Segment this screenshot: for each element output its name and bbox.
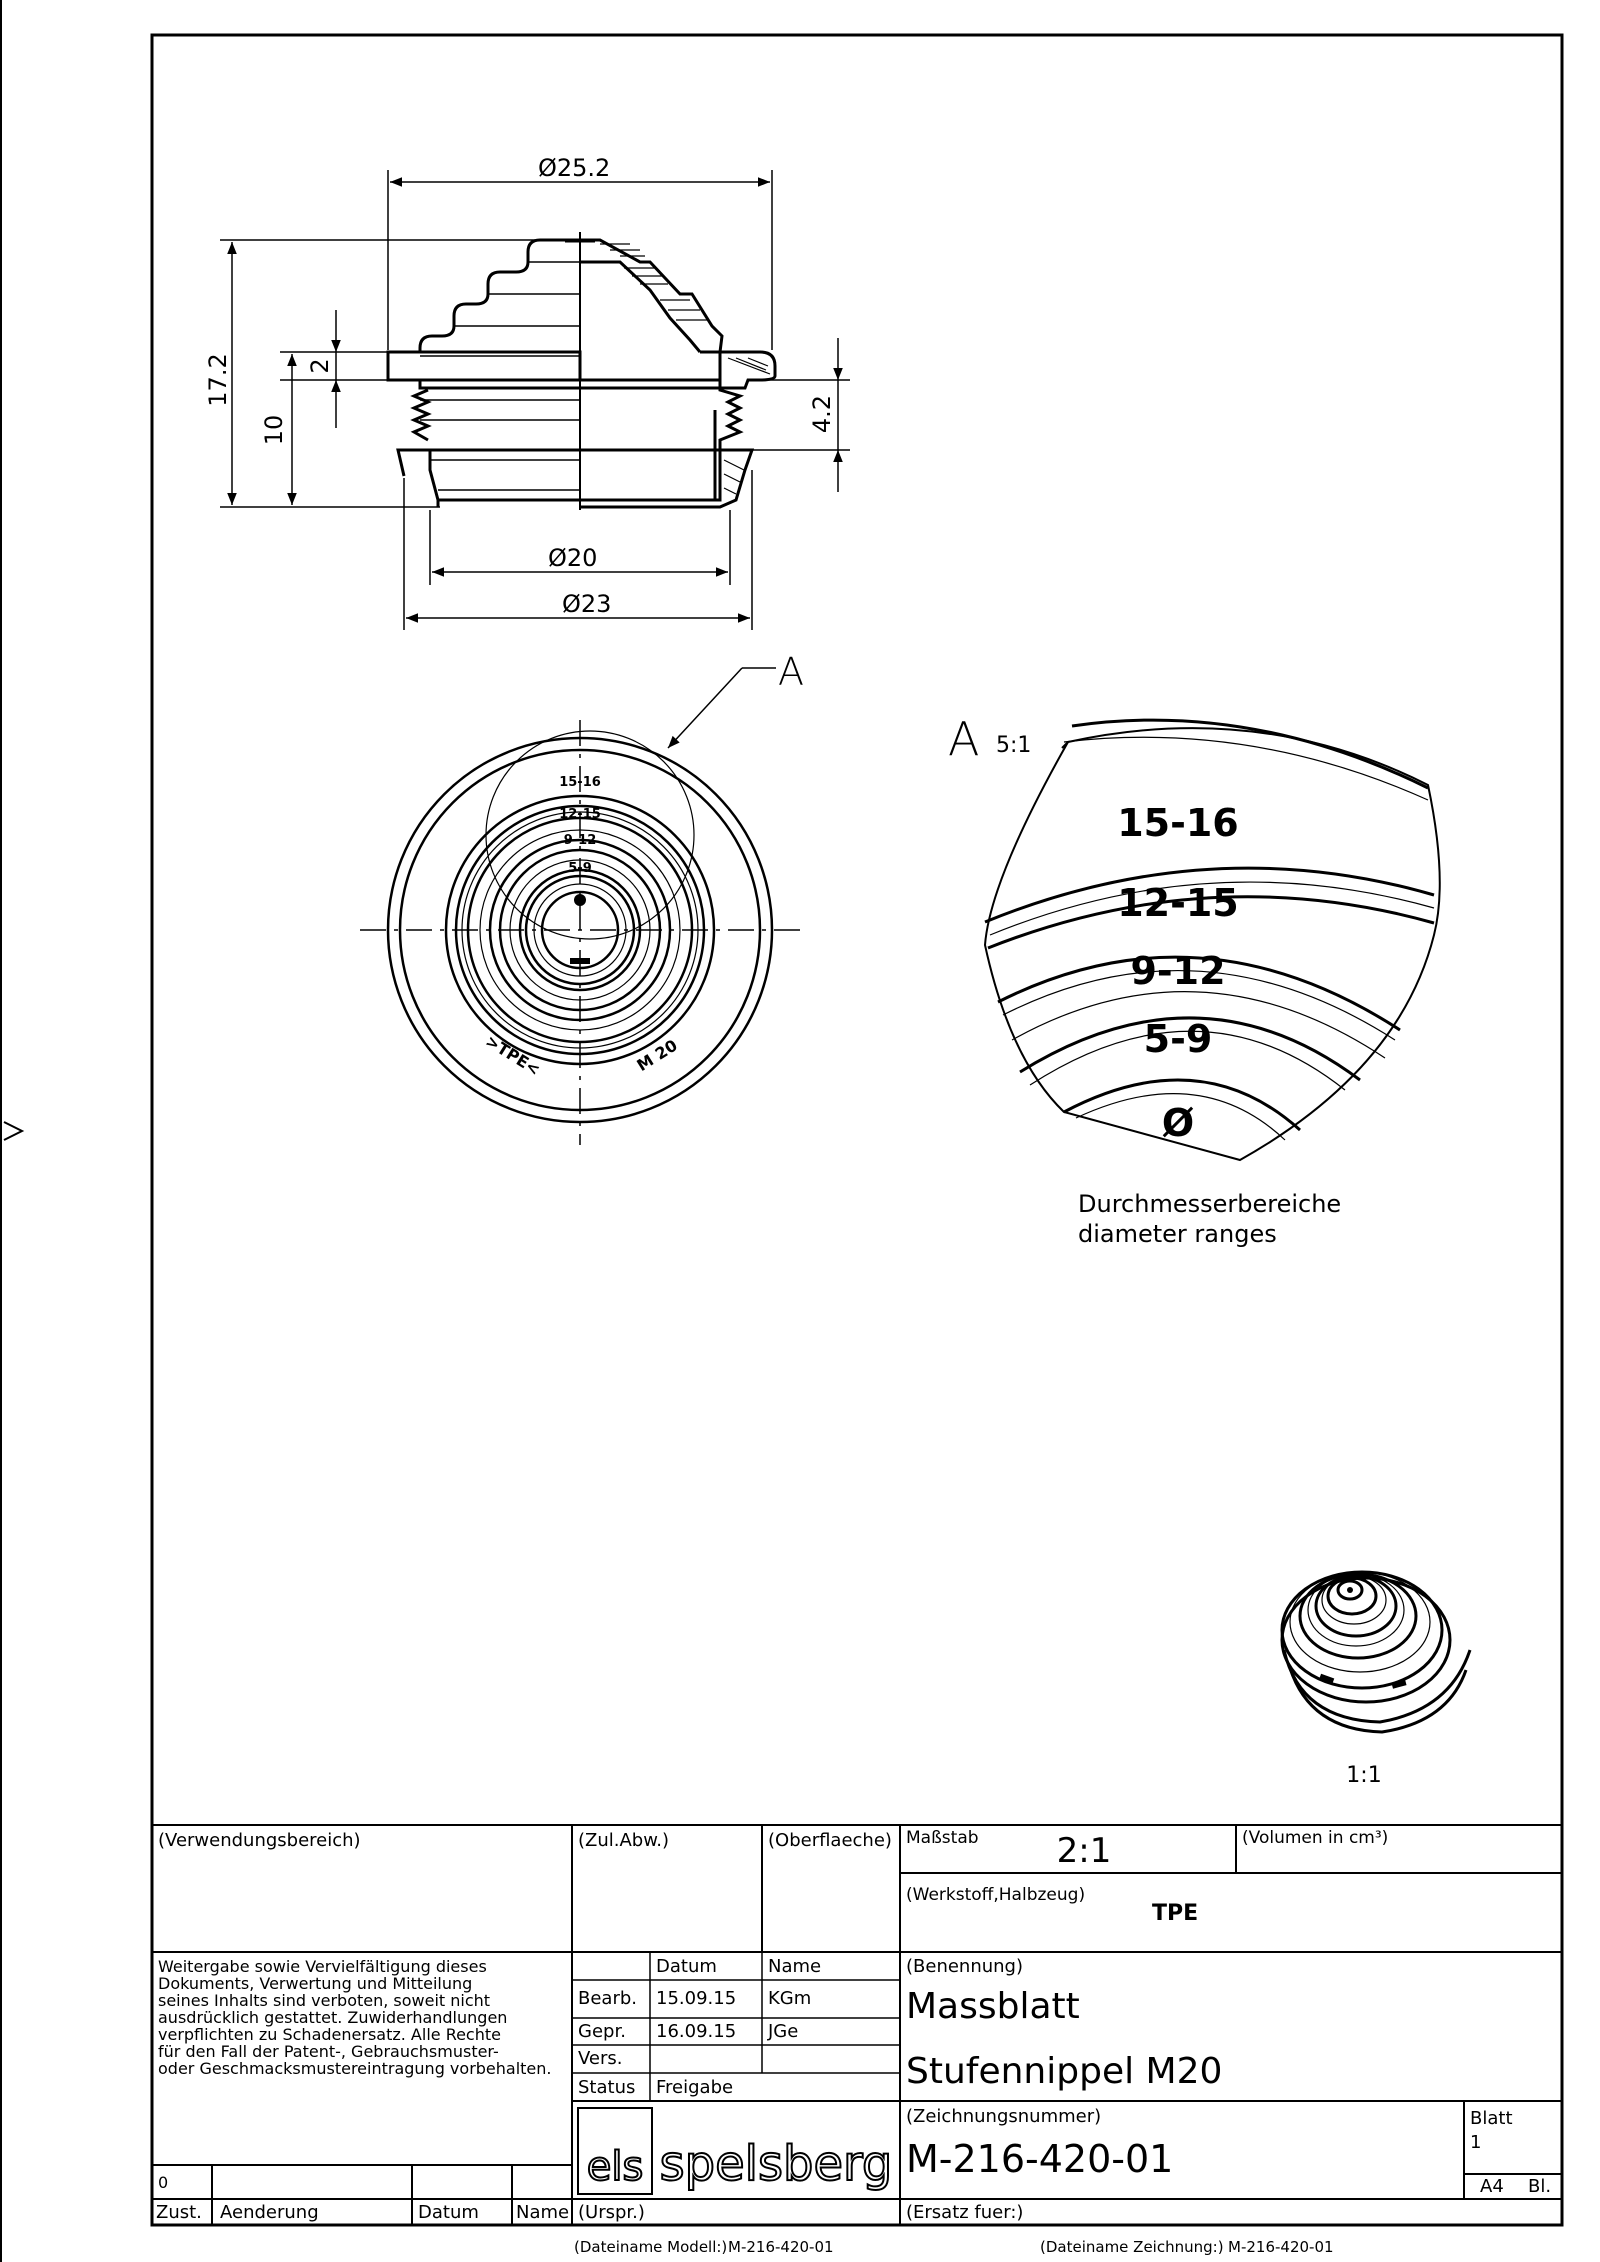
- blatt-value: 1: [1470, 2132, 1481, 2153]
- zeichnung-value: M-216-420-01: [1228, 2238, 1334, 2256]
- werkstoff-value: TPE: [1152, 1901, 1198, 1926]
- blatt-label: Blatt: [1470, 2108, 1513, 2129]
- gepr-label: Gepr.: [578, 2021, 626, 2042]
- bearb-name: KGm: [768, 1988, 811, 2009]
- zeichnungsnummer: M-216-420-01: [906, 2137, 1173, 2181]
- legal-line: oder Geschmacksmustereintragung vorbehal…: [158, 2059, 552, 2078]
- legal-line: verpflichten zu Schadenersatz. Alle Rech…: [158, 2025, 501, 2044]
- datum-header: Datum: [656, 1956, 717, 1977]
- detail-label-9-12: 9-12: [1130, 949, 1225, 993]
- status-value: Freigabe: [656, 2077, 733, 2098]
- title-block: (Verwendungsbereich) (Zul.Abw.) (Oberfla…: [152, 1824, 1562, 2225]
- verwendungsbereich-label: (Verwendungsbereich): [158, 1830, 361, 1851]
- top-view-label-12-15: 12-15: [559, 807, 601, 822]
- detail-label-15-16: 15-16: [1117, 801, 1239, 845]
- rev-index: 0: [158, 2173, 168, 2192]
- detail-label-5-9: 5-9: [1144, 1017, 1213, 1061]
- legal-notice: Weitergabe sowie Vervielfältigung dieses…: [158, 1957, 552, 2078]
- file-footer: (Dateiname Modell:) M-216-420-01 (Datein…: [574, 2238, 1334, 2256]
- top-view-mark-m20: M 20: [633, 1036, 680, 1075]
- modell-value: M-216-420-01: [728, 2238, 834, 2256]
- detail-marker: A: [778, 650, 804, 694]
- title-line-1: Massblatt: [906, 1986, 1080, 2027]
- volumen-label: (Volumen in cm³): [1242, 1828, 1388, 1848]
- legal-line: ausdrücklich gestattet. Zuwiderhandlunge…: [158, 2008, 507, 2027]
- name-col-header: Name: [516, 2202, 569, 2223]
- iso-scale: 1:1: [1346, 1763, 1381, 1788]
- dim-height-body: 10: [260, 415, 288, 446]
- status-label: Status: [578, 2077, 635, 2098]
- dim-dia-inner: Ø20: [548, 544, 597, 572]
- bearb-datum: 15.09.15: [656, 1988, 736, 2009]
- top-view: 15-16 12-15 9-12 5-9 >TPE< M 20 A: [360, 650, 804, 1145]
- title-line-2: Stufennippel M20: [906, 2051, 1222, 2092]
- legal-line: Dokuments, Verwertung und Mitteilung: [158, 1974, 472, 1993]
- bl-label: Bl.: [1528, 2176, 1551, 2197]
- massstab-label: Maßstab: [906, 1828, 979, 1848]
- top-view-label-9-12: 9-12: [564, 833, 597, 848]
- section-view: Ø25.2 17.2 10 2 4.2 Ø20 Ø23: [204, 154, 850, 630]
- aenderung-header: Aenderung: [220, 2202, 319, 2223]
- detail-caption-de: Durchmesserbereiche: [1078, 1190, 1341, 1218]
- top-view-label-15-16: 15-16: [559, 775, 601, 790]
- dim-dia-top: Ø25.2: [538, 154, 610, 182]
- benennung-label: (Benennung): [906, 1956, 1023, 1977]
- logo-mark: els: [587, 2144, 644, 2190]
- massstab-value: 2:1: [1057, 1831, 1112, 1871]
- gepr-datum: 16.09.15: [656, 2021, 736, 2042]
- gepr-name: JGe: [767, 2021, 798, 2042]
- detail-scale: 5:1: [996, 733, 1031, 758]
- detail-view-a: A 5:1 15-16 12-15 9-12 5-9 Ø Durchmesser…: [948, 712, 1441, 1248]
- zust-header: Zust.: [156, 2202, 202, 2223]
- legal-line: seines Inhalts sind verboten, soweit nic…: [158, 1991, 490, 2010]
- name-header: Name: [768, 1956, 821, 1977]
- datum-col-header: Datum: [418, 2202, 479, 2223]
- top-view-label-5-9: 5-9: [568, 861, 592, 876]
- page-border: [0, 0, 1564, 2262]
- ersatz-label: (Ersatz fuer:): [906, 2202, 1023, 2223]
- urspr-label: (Urspr.): [578, 2202, 645, 2223]
- vers-label: Vers.: [578, 2048, 623, 2069]
- detail-label-12-15: 12-15: [1117, 881, 1239, 925]
- detail-caption-en: diameter ranges: [1078, 1220, 1277, 1248]
- detail-title: A: [948, 712, 979, 766]
- format-label: A4: [1480, 2176, 1504, 2197]
- oberflaeche-label: (Oberflaeche): [768, 1830, 892, 1851]
- modell-label: (Dateiname Modell:): [574, 2238, 727, 2256]
- detail-label-dia: Ø: [1162, 1101, 1194, 1145]
- legal-line: Weitergabe sowie Vervielfältigung dieses: [158, 1957, 487, 1976]
- legal-line: für den Fall der Patent-, Gebrauchsmuste…: [158, 2042, 499, 2061]
- logo-text: spelsberg: [660, 2136, 893, 2192]
- dim-height-total: 17.2: [204, 353, 232, 406]
- zeichnung-label: (Dateiname Zeichnung:): [1040, 2238, 1224, 2256]
- zeichnungsnummer-label: (Zeichnungsnummer): [906, 2106, 1101, 2127]
- dim-height-thread: 4.2: [808, 395, 836, 433]
- werkstoff-label: (Werkstoff,Halbzeug): [906, 1885, 1085, 1905]
- dim-dia-outer: Ø23: [562, 590, 611, 618]
- spelsberg-logo: els spelsberg: [577, 2107, 893, 2195]
- dim-height-flange: 2: [306, 358, 334, 373]
- zul-abw-label: (Zul.Abw.): [578, 1830, 669, 1851]
- bearb-label: Bearb.: [578, 1988, 637, 2009]
- isometric-view: 1:1: [1280, 1570, 1472, 1788]
